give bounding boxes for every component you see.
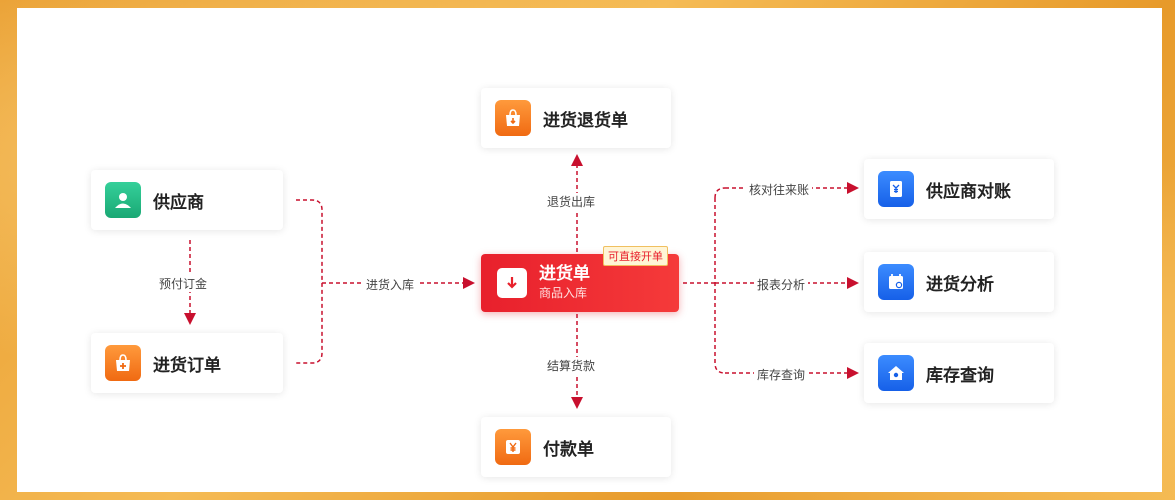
yen-doc-icon (878, 171, 914, 207)
person-icon (105, 182, 141, 218)
yen-icon (495, 429, 531, 465)
node-purchase-analysis-label: 进货分析 (926, 274, 994, 295)
edge-supplier-bracket (296, 199, 323, 364)
node-purchase-order-label: 进货订单 (153, 355, 221, 376)
bag-plus-icon (105, 345, 141, 381)
bag-icon (495, 100, 531, 136)
node-purchase-order[interactable]: 进货订单 (91, 333, 283, 393)
house-icon (878, 355, 914, 391)
node-stock-query[interactable]: 库存查询 (864, 343, 1054, 403)
node-supplier-reconcile-label: 供应商对账 (926, 181, 1011, 202)
edge-label-deposit: 预付订金 (156, 275, 211, 292)
edge-label-report: 报表分析 (754, 276, 809, 293)
node-purchase-analysis[interactable]: 进货分析 (864, 252, 1054, 312)
node-payment-label: 付款单 (543, 439, 594, 460)
node-purchase-return-label: 进货退货单 (543, 110, 628, 131)
node-purchase-receipt-subtitle: 商品入库 (539, 286, 588, 300)
edge-fanout-vertical (714, 187, 726, 374)
node-supplier-label: 供应商 (153, 192, 204, 213)
node-payment[interactable]: 付款单 (481, 417, 671, 477)
edge-label-reconcile: 核对往来账 (746, 181, 813, 198)
edge-label-return: 退货出库 (544, 193, 599, 210)
node-supplier[interactable]: 供应商 (91, 170, 283, 230)
node-purchase-return[interactable]: 进货退货单 (481, 88, 671, 148)
node-purchase-receipt-title: 进货单 (539, 264, 590, 284)
quick-order-badge[interactable]: 可直接开单 (603, 246, 668, 266)
edge-label-settle: 结算货款 (544, 357, 599, 374)
edge-label-stock: 库存查询 (754, 366, 809, 383)
node-stock-query-label: 库存查询 (926, 365, 994, 386)
edge-label-inbound: 进货入库 (363, 276, 418, 293)
node-supplier-reconcile[interactable]: 供应商对账 (864, 159, 1054, 219)
calendar-chart-icon (878, 264, 914, 300)
download-icon (497, 268, 527, 298)
